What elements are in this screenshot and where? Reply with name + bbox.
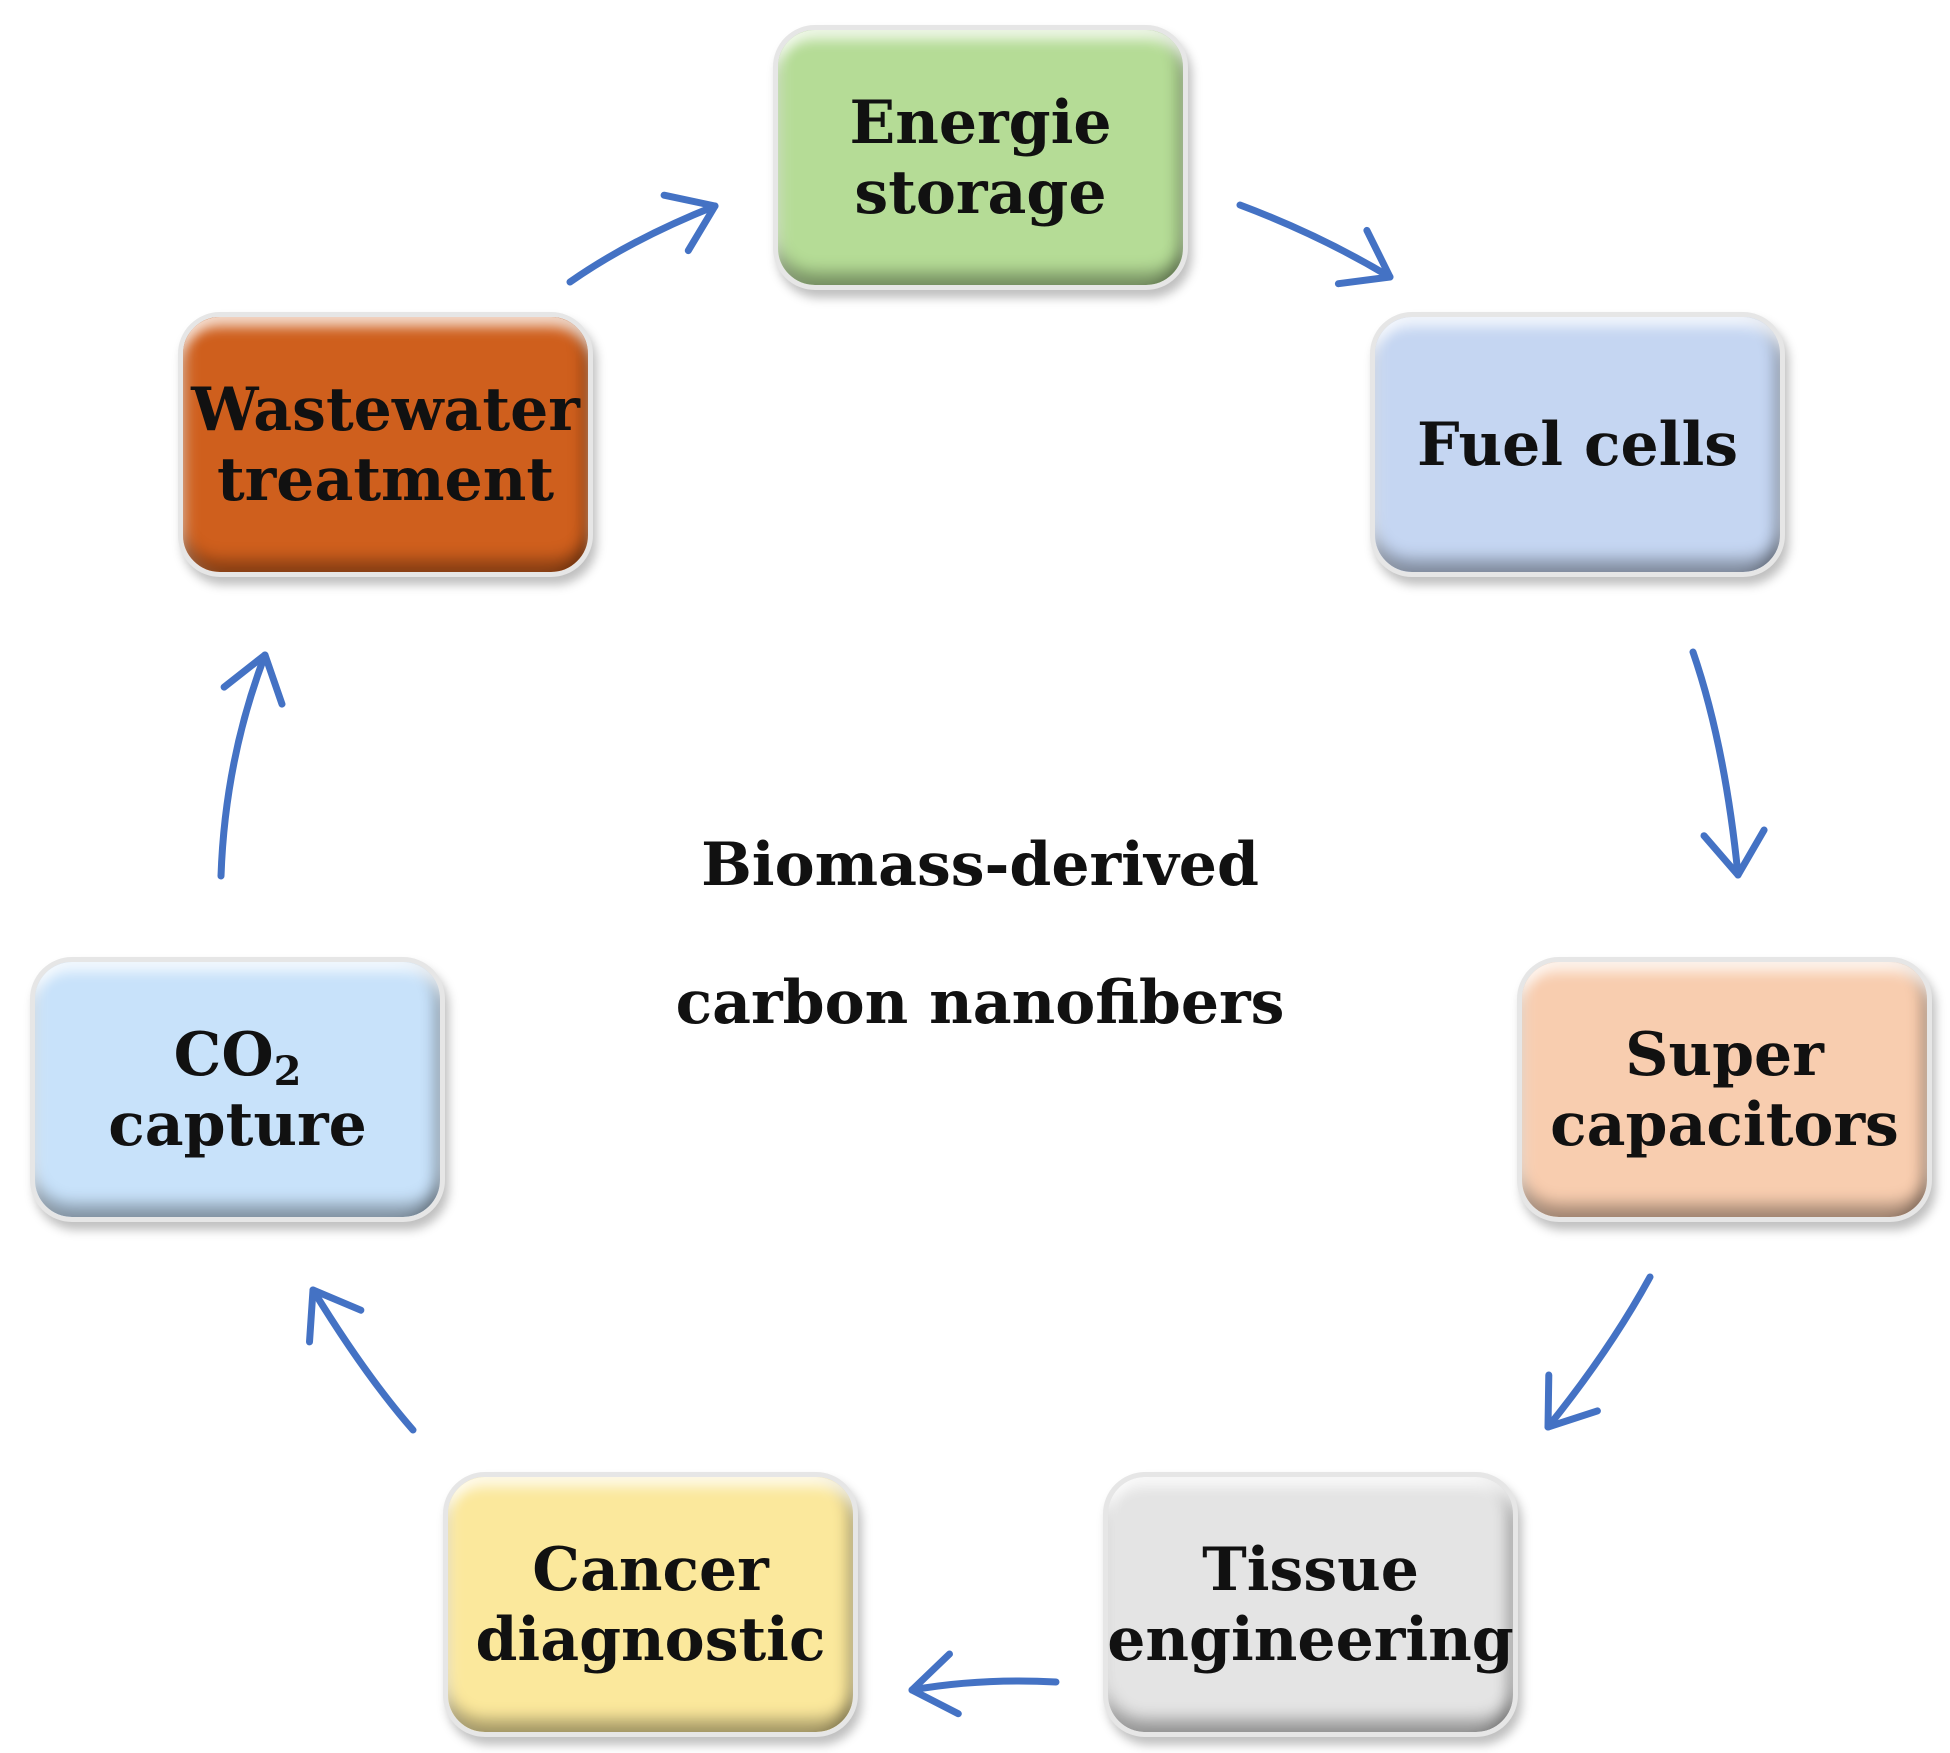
tissue-engineering-line2: engineering — [1107, 1604, 1514, 1675]
tissue-engineering-line1: Tissue — [1202, 1534, 1419, 1605]
arrow-tissue-to-cancer-head — [908, 1650, 962, 1718]
center-title-line2: carbon nanofibers — [675, 968, 1285, 1038]
arrow-super-to-tissue-head — [1544, 1371, 1601, 1431]
cancer-diagnostic-line1: Cancer — [532, 1534, 769, 1605]
wastewater-treatment-node: Wastewater treatment — [178, 312, 593, 577]
arrow-energie-to-fuel — [1236, 201, 1394, 288]
arrow-co2-to-wastewater-head — [220, 651, 286, 708]
arrow-fuel-to-super — [1689, 648, 1768, 879]
super-capacitors-line2: capacitors — [1550, 1089, 1899, 1160]
arrow-wastewater-to-energie-head — [660, 191, 719, 255]
cancer-diagnostic-node: Cancer diagnostic — [443, 1472, 858, 1737]
co2-capture-node: CO2 capture — [30, 957, 445, 1222]
center-title-line1: Biomass-derived — [701, 830, 1259, 900]
arrow-co2-to-wastewater — [217, 651, 286, 880]
cancer-diagnostic-line2: diagnostic — [475, 1604, 826, 1675]
co2-subscript: 2 — [273, 1047, 302, 1095]
co2-capture-line2: capture — [108, 1089, 367, 1160]
fuel-cells-label: Fuel cells — [1416, 409, 1739, 480]
arrow-cancer-to-co2 — [306, 1286, 417, 1434]
wastewater-treatment-line1: Wastewater — [191, 374, 580, 445]
energie-storage-line2: storage — [854, 157, 1107, 228]
wastewater-treatment-line2: treatment — [216, 444, 555, 515]
energie-storage-line1: Energie — [849, 87, 1112, 158]
co2-formula: CO — [173, 1019, 274, 1090]
energie-storage-node: Energie storage — [773, 25, 1188, 290]
arrow-fuel-to-super-head — [1700, 826, 1768, 879]
super-capacitors-line1: Super — [1625, 1019, 1824, 1090]
super-capacitors-node: Super capacitors — [1517, 957, 1932, 1222]
arrow-cancer-to-co2-head — [306, 1286, 365, 1346]
arrow-energie-to-fuel-head — [1334, 226, 1394, 288]
tissue-engineering-node: Tissue engineering — [1103, 1472, 1518, 1737]
arrow-wastewater-to-energie — [566, 191, 719, 286]
arrow-tissue-to-cancer — [908, 1650, 1060, 1718]
arrow-super-to-tissue — [1544, 1273, 1654, 1431]
co2-capture-line1: CO2 — [173, 1019, 302, 1092]
fuel-cells-node: Fuel cells — [1370, 312, 1785, 577]
